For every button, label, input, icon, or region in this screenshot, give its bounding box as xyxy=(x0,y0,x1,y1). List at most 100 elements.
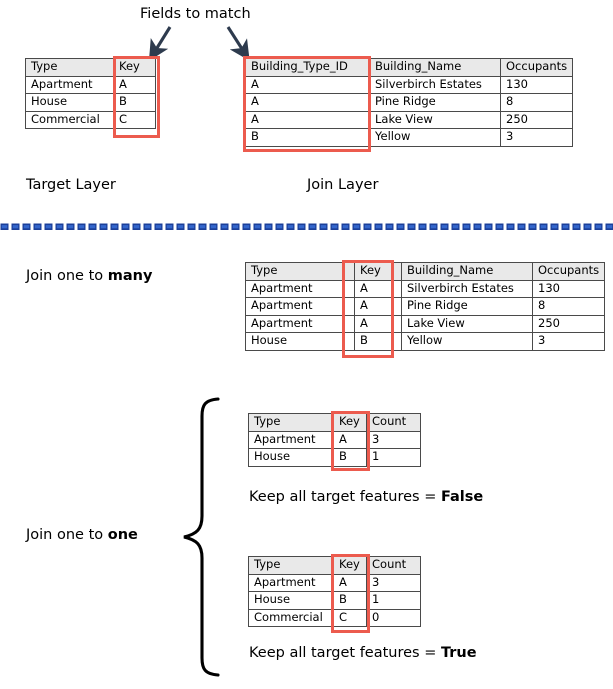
cell-building-name: Pine Ridge xyxy=(401,297,533,316)
cell-occupants: 8 xyxy=(531,297,606,316)
target-layer-label: Target Layer xyxy=(26,177,116,193)
cell-key: A xyxy=(333,573,367,592)
cell-building-type-id: B xyxy=(245,128,370,147)
cell-key: C xyxy=(113,110,156,129)
table-header-row: Type Key xyxy=(25,58,156,77)
keep-all-false-label: Keep all target features = False xyxy=(249,489,483,506)
cell-occupants: 130 xyxy=(531,279,606,298)
table-row: Commercial C 0 xyxy=(248,608,421,627)
column-header-building-name: Building_Name xyxy=(401,262,533,281)
table-header-row: Type Key Count xyxy=(248,413,421,432)
cell-building-name: Silverbirch Estates xyxy=(369,75,501,94)
column-header-count: Count xyxy=(366,413,421,432)
column-header-type: Type xyxy=(25,58,114,77)
grouping-brace-icon xyxy=(178,396,222,678)
column-header-key: Key xyxy=(113,58,156,77)
cell-building-name: Silverbirch Estates xyxy=(401,279,533,298)
cell-type: Apartment xyxy=(245,314,355,333)
table-header-row: Type Key Count xyxy=(248,556,421,575)
one-to-one-true-table-wrap: Type Key Count Apartment A 3 House B 1 C… xyxy=(248,556,421,627)
one-to-one-false-table-wrap: Type Key Count Apartment A 3 House B 1 xyxy=(248,413,421,467)
column-header-building-type-id: Building_Type_ID xyxy=(245,58,370,77)
section-divider xyxy=(0,217,613,232)
table-header-row: Building_Type_ID Building_Name Occupants xyxy=(245,58,574,77)
table-row: Commercial C xyxy=(25,110,156,129)
cell-key: B xyxy=(113,93,156,112)
one-to-many-table-wrap: Type Key Building_Name Occupants Apartme… xyxy=(245,262,606,351)
cell-type: Apartment xyxy=(25,75,114,94)
cell-key: B xyxy=(333,591,367,610)
cell-occupants: 250 xyxy=(531,314,606,333)
table-row: House B 1 xyxy=(248,591,421,610)
column-header-type: Type xyxy=(248,556,334,575)
table-row: House B Yellow 3 xyxy=(245,332,606,351)
table-row: House B xyxy=(25,93,156,112)
column-header-type: Type xyxy=(248,413,334,432)
join-layer-table: Building_Type_ID Building_Name Occupants… xyxy=(245,58,574,147)
cell-building-type-id: A xyxy=(245,110,370,129)
table-row: A Lake View 250 xyxy=(245,110,574,129)
column-header-key: Key xyxy=(333,413,367,432)
column-header-key: Key xyxy=(333,556,367,575)
cell-type: House xyxy=(248,448,334,467)
cell-building-name: Yellow xyxy=(401,332,533,351)
cell-occupants: 3 xyxy=(499,128,574,147)
table-header-row: Type Key Building_Name Occupants xyxy=(245,262,606,281)
cell-type: Apartment xyxy=(245,297,355,316)
cell-key: B xyxy=(333,448,367,467)
target-layer-table-wrap: Type Key Apartment A House B Commercial … xyxy=(25,58,156,129)
cell-occupants: 250 xyxy=(499,110,574,129)
arrow-to-join-key-icon xyxy=(214,24,260,62)
table-row: Apartment A 3 xyxy=(248,573,421,592)
join-one-to-many-emphasis: many xyxy=(107,268,153,284)
cell-occupants: 3 xyxy=(531,332,606,351)
join-one-to-one-label: Join one to one xyxy=(26,527,138,544)
cell-building-type-id: A xyxy=(245,75,370,94)
column-header-occupants: Occupants xyxy=(531,262,606,281)
cell-type: House xyxy=(245,332,355,351)
cell-building-type-id: A xyxy=(245,93,370,112)
cell-type: House xyxy=(248,591,334,610)
keep-all-false-value: False xyxy=(440,489,484,505)
table-row: House B 1 xyxy=(248,448,421,467)
arrow-to-target-key-icon xyxy=(140,24,186,62)
cell-type: Apartment xyxy=(245,279,355,298)
cell-count: 3 xyxy=(366,573,421,592)
join-layer-table-wrap: Building_Type_ID Building_Name Occupants… xyxy=(245,58,574,147)
table-row: A Silverbirch Estates 130 xyxy=(245,75,574,94)
cell-type: Apartment xyxy=(248,573,334,592)
cell-type: House xyxy=(25,93,114,112)
cell-key: A xyxy=(113,75,156,94)
one-to-many-table: Type Key Building_Name Occupants Apartme… xyxy=(245,262,606,351)
cell-key: A xyxy=(354,297,402,316)
cell-type: Apartment xyxy=(248,430,334,449)
table-row: Apartment A xyxy=(25,75,156,94)
one-to-one-false-table: Type Key Count Apartment A 3 House B 1 xyxy=(248,413,421,467)
cell-count: 1 xyxy=(366,591,421,610)
column-header-type: Type xyxy=(245,262,355,281)
cell-count: 1 xyxy=(366,448,421,467)
cell-building-name: Lake View xyxy=(401,314,533,333)
column-header-count: Count xyxy=(366,556,421,575)
keep-all-true-value: True xyxy=(440,645,477,661)
table-row: A Pine Ridge 8 xyxy=(245,93,574,112)
cell-occupants: 8 xyxy=(499,93,574,112)
cell-occupants: 130 xyxy=(499,75,574,94)
cell-key: B xyxy=(354,332,402,351)
table-row: Apartment A Pine Ridge 8 xyxy=(245,297,606,316)
join-one-to-one-emphasis: one xyxy=(107,527,138,543)
join-layer-label: Join Layer xyxy=(307,177,379,193)
keep-all-prefix: Keep all target features = xyxy=(249,645,441,661)
cell-type: Commercial xyxy=(248,608,334,627)
cell-type: Commercial xyxy=(25,110,114,129)
keep-all-prefix: Keep all target features = xyxy=(249,489,441,505)
cell-key: C xyxy=(333,608,367,627)
cell-key: A xyxy=(354,314,402,333)
table-row: B Yellow 3 xyxy=(245,128,574,147)
join-one-to-many-label: Join one to many xyxy=(26,268,152,285)
join-one-to-many-prefix: Join one to xyxy=(26,268,108,284)
cell-key: A xyxy=(354,279,402,298)
table-row: Apartment A 3 xyxy=(248,430,421,449)
keep-all-true-label: Keep all target features = True xyxy=(249,645,477,662)
target-layer-table: Type Key Apartment A House B Commercial … xyxy=(25,58,156,129)
